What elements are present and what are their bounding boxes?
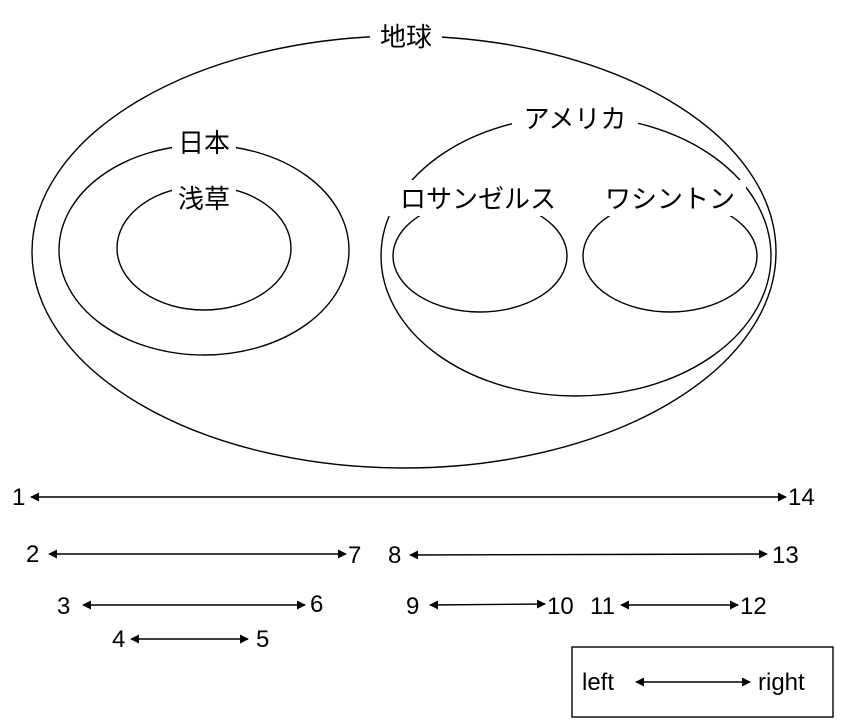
- japan-label: 日本: [178, 129, 230, 159]
- earth-label-bg: [370, 18, 442, 54]
- range-5-arrow: [409, 549, 768, 560]
- los-angeles-label-bg: [388, 180, 568, 216]
- washington-ellipse: [582, 199, 758, 313]
- asakusa-label: 浅草: [178, 185, 230, 215]
- los-angeles-ellipse: [392, 199, 568, 313]
- range-3-right-number: 6: [310, 591, 323, 618]
- washington-label-bg: [596, 180, 746, 216]
- los-angeles-label: ロサンゼルス: [400, 185, 556, 215]
- earth-label: 地球: [380, 23, 432, 53]
- america-label-bg: [512, 100, 638, 136]
- america-label: アメリカ: [524, 105, 627, 135]
- range-7-right-number: 12: [740, 593, 767, 620]
- japan-ellipse: [58, 144, 350, 356]
- range-1-right-number: 14: [788, 484, 815, 511]
- earth-ellipse: [31, 35, 777, 469]
- range-4-right-number: 5: [256, 626, 269, 653]
- range-6-arrow: [429, 599, 546, 610]
- range-6-left-number: 9: [406, 593, 419, 620]
- range-5-left-number: 8: [388, 542, 401, 569]
- range-2-left-number: 2: [26, 541, 39, 568]
- range-4-left-number: 4: [112, 626, 125, 653]
- america-ellipse: [380, 115, 772, 397]
- range-5-right-number: 13: [772, 542, 799, 569]
- range-1-left-number: 1: [12, 484, 25, 511]
- legend-left-label: left: [582, 669, 614, 696]
- range-7-left-number: 11: [590, 593, 615, 620]
- japan-label-bg: [172, 124, 236, 160]
- asakusa-label-bg: [172, 180, 236, 216]
- washington-label: ワシントン: [605, 185, 735, 215]
- range-6-right-number: 10: [547, 593, 574, 620]
- legend-right-label: right: [758, 669, 805, 696]
- range-3-left-number: 3: [57, 593, 70, 620]
- range-2-right-number: 7: [348, 542, 361, 569]
